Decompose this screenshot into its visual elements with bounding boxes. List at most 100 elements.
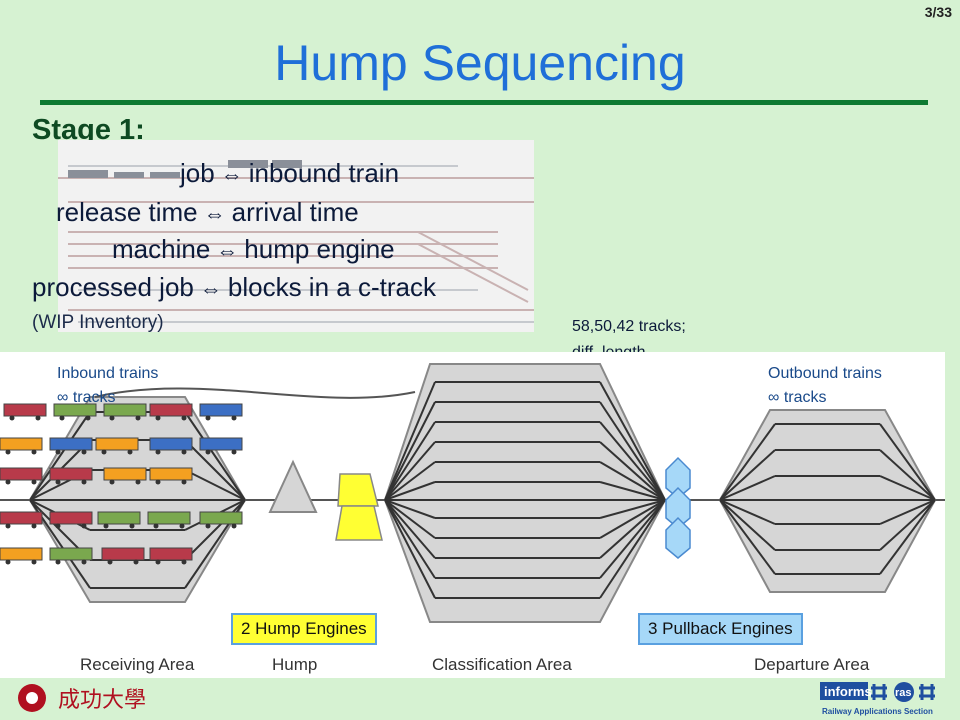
track-line: [384, 461, 436, 501]
rail-car: [49, 437, 93, 451]
track-line: [384, 421, 436, 501]
rail-car-wheel: [181, 415, 187, 421]
rail-car: [0, 547, 43, 561]
departure-tracks: [719, 423, 936, 575]
rail-car-wheel: [179, 523, 185, 529]
track-line: [719, 475, 776, 501]
rail-car-wheel: [205, 449, 211, 455]
track-line: [599, 481, 666, 501]
rail-car-wheel: [181, 559, 187, 565]
mapping-right: arrival time: [231, 197, 359, 227]
hump-engines-label: 2 Hump Engines: [231, 613, 377, 645]
rail-car-wheel: [231, 449, 237, 455]
rail-car-wheel: [181, 449, 187, 455]
track-line: [719, 499, 776, 551]
rail-car-wheel: [155, 479, 161, 485]
rail-car: [3, 403, 47, 417]
track-line: [879, 449, 936, 501]
rail-car-wheel: [127, 449, 133, 455]
rail-car-wheel: [31, 449, 37, 455]
yard-diagram: [0, 363, 945, 623]
inbound-line: ∞ tracks: [57, 389, 116, 406]
rail-car-wheel: [155, 415, 161, 421]
wip-note: (WIP Inventory): [32, 312, 164, 333]
track-line: [384, 401, 436, 501]
rail-car-wheel: [103, 523, 109, 529]
rail-car: [0, 511, 43, 525]
informs-ras-logo: informs ras Railway Applications Section: [820, 682, 935, 716]
mapping-machine: machine⇔hump engine: [112, 234, 395, 265]
departure-area-label: Departure Area: [754, 655, 870, 674]
ras-badge: [894, 682, 914, 702]
svg-text:ras: ras: [895, 687, 912, 699]
outbound-line: ∞ tracks: [768, 389, 827, 406]
pullback-engine-1: [665, 456, 691, 499]
rail-car: [149, 403, 193, 417]
mapping-release-time: release time⇔arrival time: [56, 197, 359, 228]
track-line: [384, 441, 436, 501]
rail-icon: [871, 684, 887, 700]
bypass-track: [94, 387, 416, 399]
pullback-engines-label: 3 Pullback Engines: [638, 613, 803, 645]
track-line: [599, 441, 666, 501]
rail-car-wheel: [133, 559, 139, 565]
rail-car-wheel: [153, 523, 159, 529]
classification-area-label: Classification Area: [432, 655, 572, 674]
title-divider: [40, 100, 928, 105]
rail-car-wheel: [5, 479, 11, 485]
track-line: [384, 499, 436, 559]
track-line: [384, 499, 436, 519]
rail-car-wheel: [109, 415, 115, 421]
hump-area-label: Hump: [272, 655, 318, 674]
track-line: [719, 499, 776, 525]
rail-car-wheel: [55, 559, 61, 565]
rail-car: [199, 437, 243, 451]
rail-car-wheel: [205, 415, 211, 421]
track-line: [719, 423, 776, 501]
track-line: [384, 499, 436, 599]
rail-car-wheel: [55, 523, 61, 529]
rail-car-wheel: [31, 479, 37, 485]
track-line: [384, 381, 436, 501]
rail-car: [49, 467, 93, 481]
track-line: [599, 499, 666, 579]
track-line: [384, 499, 436, 579]
rail-car-wheel: [109, 479, 115, 485]
mapping-left: release time: [56, 197, 198, 227]
rail-car-wheel: [135, 479, 141, 485]
track-line: [599, 381, 666, 501]
pullback-engine-3: [665, 516, 691, 559]
track-line: [599, 499, 666, 519]
track-line: [599, 401, 666, 501]
rail-car: [49, 511, 93, 525]
outbound-line: Outbound trains: [768, 365, 882, 382]
rail-car-wheel: [231, 523, 237, 529]
receiving-area-label: Receiving Area: [80, 655, 195, 674]
mapping-left: machine: [112, 234, 211, 264]
informs-badge: [820, 682, 868, 700]
rail-car-wheel: [81, 559, 87, 565]
track-line: [879, 475, 936, 501]
track-line: [879, 499, 936, 575]
rail-car-wheel: [231, 415, 237, 421]
rail-car-wheel: [5, 559, 11, 565]
mapping-right: hump engine: [244, 234, 395, 264]
track-line: [599, 499, 666, 599]
mapping-processed-job: processed job⇔blocks in a c-track: [32, 272, 436, 303]
university-logo: 成功大學: [18, 684, 146, 713]
track-line: [184, 411, 246, 501]
track-line: [599, 499, 666, 559]
rail-car-wheel: [81, 449, 87, 455]
rail-icon: [919, 684, 935, 700]
rail-car-wheel: [129, 523, 135, 529]
rail-car: [49, 547, 93, 561]
classification-tracks: [384, 381, 666, 599]
track-line: [184, 499, 246, 561]
rail-car: [53, 403, 97, 417]
hump-engine-1: [337, 473, 379, 507]
rail-car: [101, 547, 145, 561]
track-line: [719, 449, 776, 501]
rail-car-wheel: [5, 523, 11, 529]
rail-car: [95, 437, 139, 451]
track-line: [879, 423, 936, 501]
